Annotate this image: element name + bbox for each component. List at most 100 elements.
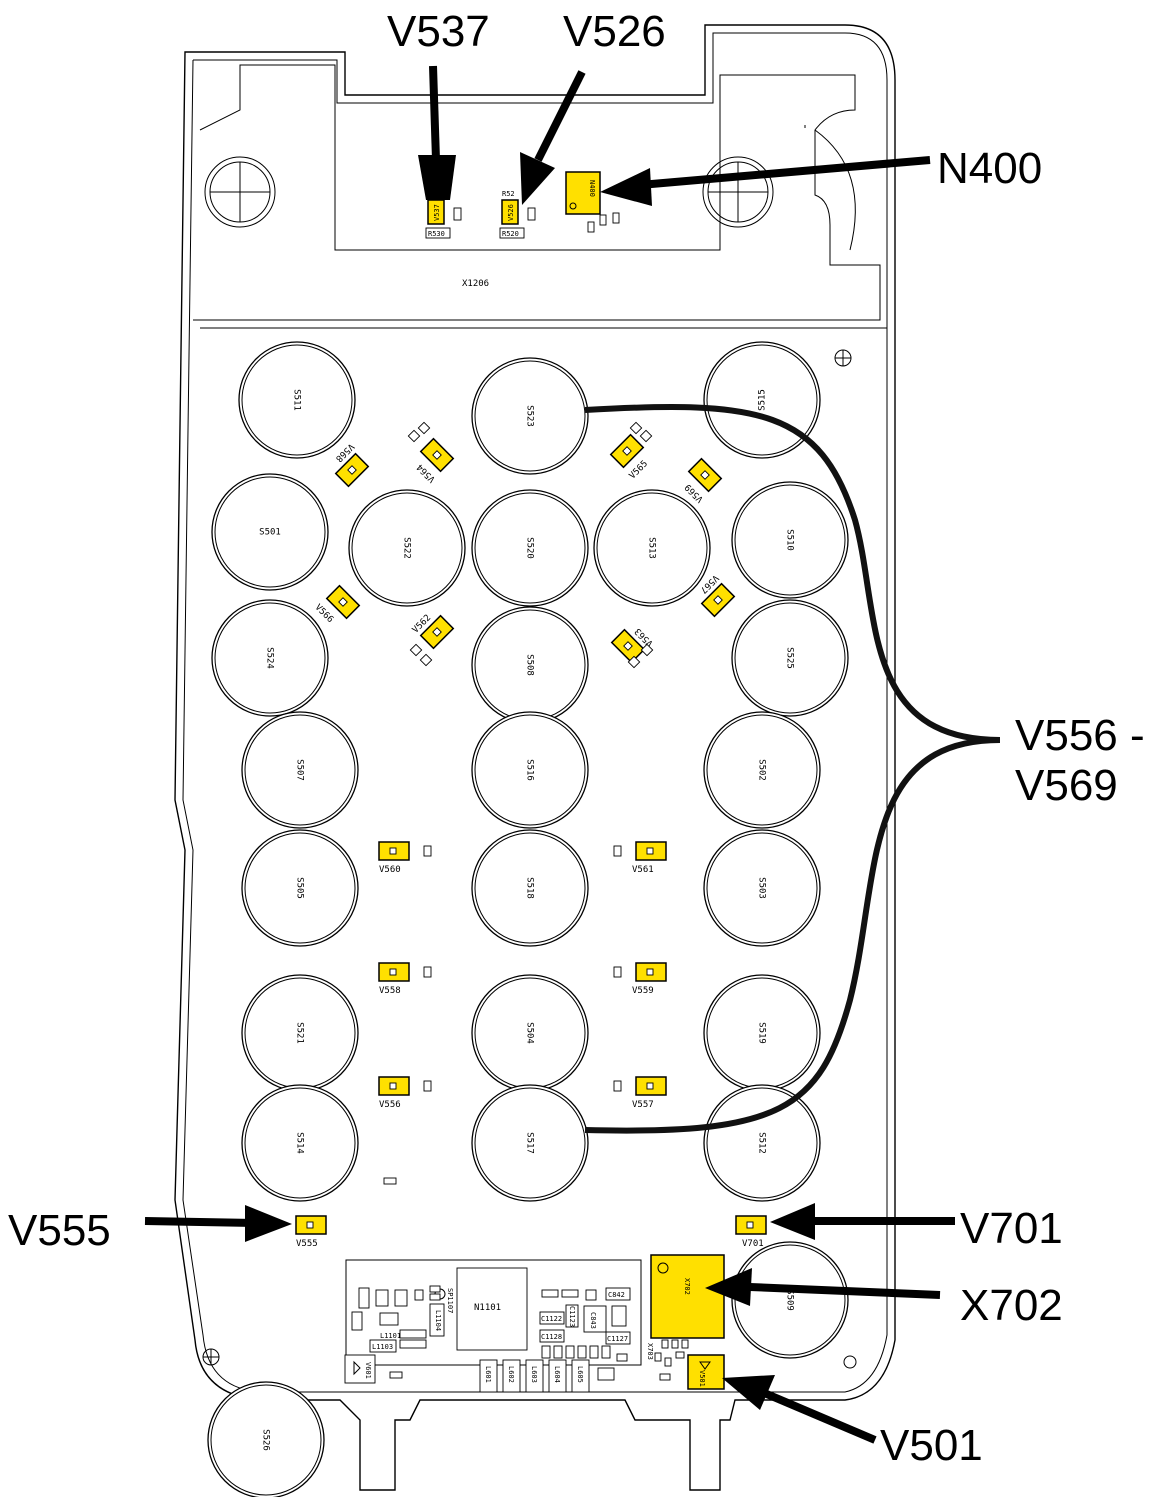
- svg-text:V561: V561: [632, 865, 654, 875]
- svg-text:C1123: C1123: [568, 1306, 576, 1327]
- board-outline: X1206: [174, 24, 896, 1491]
- keypad-button-s508: S508: [471, 606, 589, 724]
- arrow-v526-icon: [520, 152, 555, 205]
- svg-text:L603: L603: [530, 1366, 538, 1383]
- svg-text:V558: V558: [379, 986, 401, 996]
- button-label: S510: [785, 529, 795, 551]
- led-v556: V556: [378, 1076, 432, 1110]
- led-v559: V559: [613, 962, 667, 996]
- keypad-button-s525: S525: [731, 599, 849, 717]
- svg-text:L602: L602: [507, 1366, 515, 1383]
- keypad-button-s514: S514: [241, 1084, 359, 1202]
- button-label: S522: [402, 537, 412, 559]
- led-v558: V558: [378, 962, 432, 996]
- button-label: S515: [758, 389, 768, 411]
- svg-text:N1101: N1101: [474, 1303, 501, 1313]
- keypad-button-s524: S524: [211, 599, 329, 717]
- fiducial-icon: [834, 349, 852, 367]
- led-v569: V569: [683, 457, 723, 504]
- svg-text:X702: X702: [683, 1278, 691, 1295]
- svg-text:L1104: L1104: [434, 1310, 442, 1331]
- chip-x702: [650, 1254, 725, 1339]
- keypad-button-s522: S522: [348, 489, 466, 607]
- button-label: S504: [525, 1022, 535, 1044]
- svg-text:V701: V701: [742, 1239, 764, 1249]
- chip-n400: [565, 171, 601, 215]
- bracket-line-top: [584, 404, 1001, 743]
- led-v560: V560: [378, 841, 432, 875]
- led-v565: V565: [609, 433, 650, 481]
- n400-silk: N400: [588, 180, 596, 197]
- callout-v556-v569-line2: V569: [1015, 761, 1118, 810]
- button-label: S520: [525, 537, 535, 559]
- led-v557: V557: [613, 1076, 667, 1110]
- button-label: S505: [295, 877, 305, 899]
- r520-silk: R520: [502, 230, 519, 238]
- keypad-button-s523: S523: [471, 357, 589, 475]
- keypad-button-s512: S512: [703, 1084, 821, 1202]
- callout-v555: V555: [8, 1206, 111, 1255]
- led-v526: [501, 199, 519, 225]
- keypad-button-s510: S510: [731, 481, 849, 599]
- button-label: S526: [261, 1429, 271, 1451]
- keypad-button-s503: S503: [703, 829, 821, 947]
- button-label: S516: [525, 759, 535, 781]
- button-label: S501: [259, 528, 281, 538]
- callout-v537: V537: [387, 7, 490, 56]
- v537-silk: V537: [433, 204, 441, 221]
- button-label: S518: [525, 877, 535, 899]
- svg-text:C1128: C1128: [541, 1333, 562, 1341]
- row-leds: V560 V561 V558 V559 V556 V557 V555 V701 …: [295, 841, 767, 1390]
- led-v564: V564: [415, 437, 455, 484]
- fiducial-icon: [202, 1348, 220, 1366]
- button-label: S513: [647, 537, 657, 559]
- svg-text:L605: L605: [576, 1366, 584, 1383]
- keypad-button-s502: S502: [703, 711, 821, 829]
- svg-text:L604: L604: [553, 1366, 561, 1383]
- button-label: S502: [757, 759, 767, 781]
- callout-labels: V537 V526 N400 V556 - V569 V555 V701 X70…: [8, 7, 1145, 1470]
- keypad-button-s520: S520: [471, 489, 589, 607]
- bottom-module: N1101 SP1107 L1101 L1103 L1104 C1122 C11…: [344, 1254, 725, 1393]
- callout-v701: V701: [960, 1204, 1063, 1253]
- v526-silk: V526: [507, 204, 515, 221]
- led-v701: V701: [735, 1215, 767, 1249]
- arrow-x702-icon: [705, 1268, 752, 1306]
- button-label: S523: [525, 405, 535, 427]
- led-v568: V568: [333, 441, 370, 488]
- button-label: S517: [525, 1132, 535, 1154]
- keypad-button-s505: S505: [241, 829, 359, 947]
- button-label: S512: [757, 1132, 767, 1154]
- keypad-button-s516: S516: [471, 711, 589, 829]
- svg-text:V559: V559: [632, 986, 654, 996]
- svg-text:V555: V555: [296, 1239, 318, 1249]
- keypad-button-s504: S504: [471, 974, 589, 1092]
- svg-text:L601: L601: [484, 1366, 492, 1383]
- led-v562: V562: [411, 613, 455, 650]
- svg-text:C843: C843: [589, 1312, 597, 1329]
- svg-text:C1127: C1127: [607, 1335, 628, 1343]
- top-components: V537 R530 V526 R520 R52 N400: [425, 171, 620, 239]
- button-label: S507: [295, 759, 305, 781]
- button-label: S503: [757, 877, 767, 899]
- keypad-button-s526: S526: [207, 1381, 325, 1497]
- callout-v501: V501: [880, 1421, 983, 1470]
- svg-text:L1103: L1103: [372, 1343, 393, 1351]
- arrow-v555-icon: [245, 1205, 292, 1242]
- bracket-line-bottom: [584, 737, 1001, 1134]
- svg-text:SP1107: SP1107: [446, 1288, 454, 1313]
- svg-text:C1122: C1122: [541, 1315, 562, 1323]
- keypad-button-s507: S507: [241, 711, 359, 829]
- svg-text:X703: X703: [646, 1343, 654, 1360]
- r52-silk: R52: [502, 190, 515, 198]
- keypad-button-s511: S511: [238, 341, 356, 459]
- led-v555: V555: [295, 1215, 327, 1249]
- button-label: S521: [295, 1022, 305, 1044]
- keypad-button-s515: S515: [703, 341, 821, 459]
- led-v501: V501: [687, 1354, 725, 1390]
- chip-n1101: [456, 1267, 528, 1351]
- svg-text:V565: V565: [628, 459, 650, 481]
- callout-arrows: [144, 65, 1001, 1444]
